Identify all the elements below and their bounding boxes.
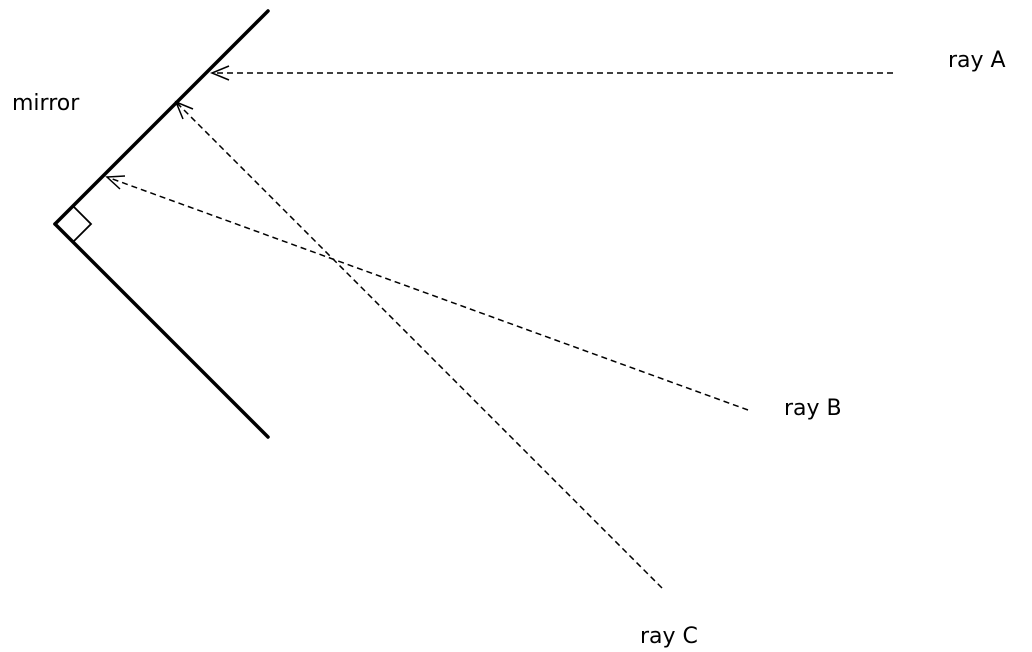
ray-c-label: ray C [640, 624, 698, 649]
ray-c-line [175, 101, 663, 589]
mirror-label: mirror [12, 91, 80, 116]
right-angle-marker [72, 205, 93, 243]
mirror-lower-surface [53, 222, 270, 439]
ray-c-arrowhead [174, 100, 194, 120]
ray-a-arrowhead [210, 65, 230, 81]
ray-b-arrowhead [105, 175, 126, 190]
ray-b-line [106, 176, 749, 411]
mirror-upper-surface [53, 9, 270, 226]
ray-b-label: ray B [784, 396, 842, 421]
ray-a-label: ray A [948, 48, 1006, 73]
